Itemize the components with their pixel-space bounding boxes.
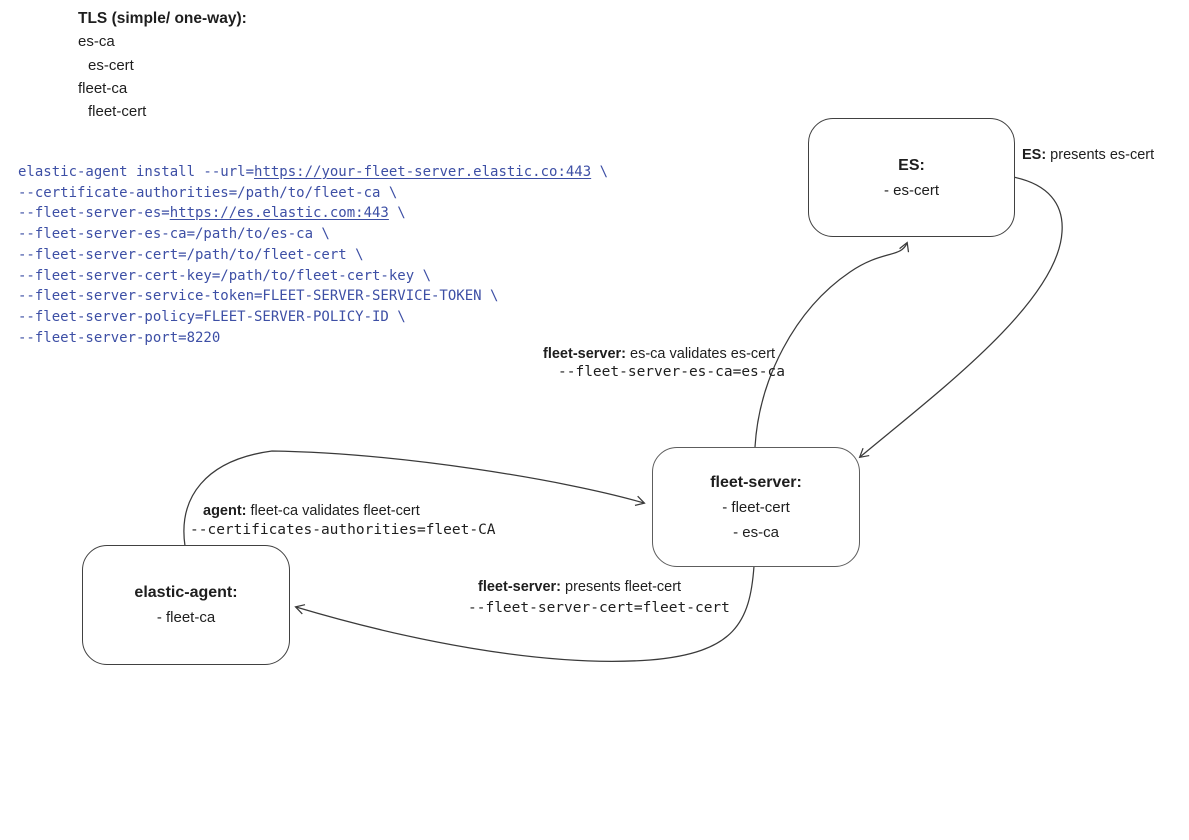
edge-agent-to-fleet-server — [183, 450, 646, 547]
label-fleet-server-validates-es-cert: fleet-server:es-ca validates es-cert --f… — [543, 345, 785, 381]
code-line: --fleet-server-service-token=FLEET-SERVE… — [18, 288, 499, 305]
install-command-code: elastic-agent install --url=https://your… — [18, 162, 608, 348]
edge-es-to-fleet-server — [858, 176, 1063, 459]
node-es: ES: - es-cert — [808, 118, 1015, 237]
edge-fleet-server-to-agent — [294, 565, 755, 662]
node-elastic-agent: elastic-agent: - fleet-ca — [82, 545, 290, 665]
url-link[interactable]: https://es.elastic.com:443 — [169, 205, 389, 222]
node-fleet-server: fleet-server: - fleet-cert - es-ca — [652, 447, 860, 567]
code-line: --fleet-server-cert=/path/to/fleet-cert … — [18, 246, 364, 263]
label-es-presents-es-cert: ES:presents es-cert — [1022, 146, 1154, 164]
node-fleet-server-item: - fleet-cert — [722, 498, 790, 516]
code-line: --fleet-server-cert-key=/path/to/fleet-c… — [18, 267, 432, 284]
node-es-item: - es-cert — [883, 181, 939, 199]
node-elastic-agent-title: elastic-agent: — [134, 584, 238, 601]
label-text: presents fleet-cert — [565, 579, 682, 595]
node-fleet-server-item: - es-ca — [733, 523, 779, 541]
legend-title: TLS (simple/ one-way): — [78, 10, 247, 27]
code-line: elastic-agent install --url=https://your… — [18, 164, 609, 180]
legend-item-es-ca: es-ca — [78, 33, 115, 51]
code-line: --fleet-server-es-ca=/path/to/es-ca \ — [18, 226, 330, 243]
label-bold: ES: — [1022, 147, 1047, 163]
label-fleet-server-presents-fleet-cert: fleet-server:presents fleet-cert --fleet… — [468, 578, 730, 617]
label-agent-validates-fleet-cert: agent:fleet-ca validates fleet-cert --ce… — [190, 502, 496, 539]
edge-fleet-server-to-es — [754, 241, 910, 448]
code-line: --fleet-server-policy=FLEET-SERVER-POLIC… — [18, 308, 406, 325]
label-text: es-ca validates es-cert — [630, 346, 776, 362]
label-flag: --fleet-server-cert=fleet-cert — [468, 600, 730, 616]
legend-item-fleet-cert: fleet-cert — [88, 103, 147, 121]
label-flag: --fleet-server-es-ca=es-ca — [558, 364, 785, 380]
node-fleet-server-title: fleet-server: — [710, 473, 802, 491]
legend-item-fleet-ca: fleet-ca — [78, 79, 128, 97]
code-line: --certificate-authorities=/path/to/fleet… — [18, 184, 398, 201]
legend-item-es-cert: es-cert — [88, 56, 134, 74]
node-elastic-agent-item: - fleet-ca — [156, 609, 216, 626]
label-bold: fleet-server: — [543, 346, 627, 362]
code-line: --fleet-server-port=8220 — [18, 329, 221, 346]
code-line: --fleet-server-es=https://es.elastic.com… — [18, 205, 406, 222]
label-bold: agent: — [203, 503, 247, 519]
label-flag: --certificates-authorities=fleet-CA — [190, 522, 496, 538]
label-bold: fleet-server: — [478, 579, 562, 595]
node-es-title: ES: — [898, 156, 925, 174]
url-link[interactable]: https://your-fleet-server.elastic.co:443 — [254, 164, 592, 180]
label-text: fleet-ca validates fleet-cert — [250, 503, 420, 519]
legend: TLS (simple/ one-way): es-ca es-cert fle… — [78, 7, 247, 123]
label-text: presents es-cert — [1050, 147, 1155, 163]
